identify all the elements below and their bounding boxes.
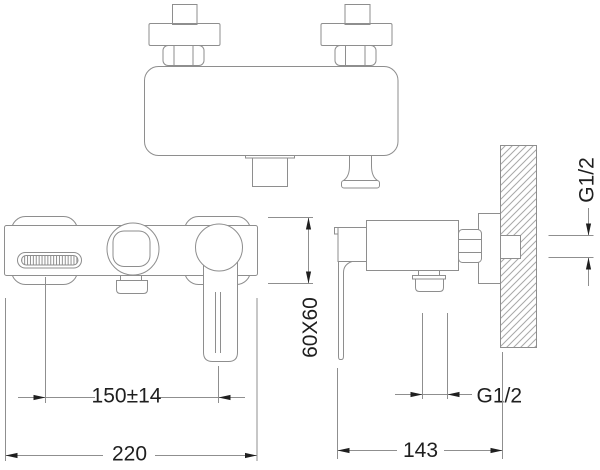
lever-handle [334,227,367,360]
dimension-label-spout-spacing: 150±14 [92,385,162,408]
right-mounting-flange [320,23,393,46]
right-hex-nut [334,45,377,66]
dimension-label-depth: 143 [403,439,438,462]
aerator-grille [17,252,82,269]
diverter-knob [106,222,160,276]
dim-outlet-thread: G1/2 [395,313,522,408]
wall-inlet-port [500,235,521,259]
dimension-label-outlet-thread: G1/2 [477,385,523,408]
top-view-body [144,66,399,156]
left-mounting-flange [148,23,221,46]
side-body [366,220,459,271]
side-hex-nut [458,229,482,263]
shower-outlet [412,270,446,292]
side-view [334,145,537,360]
dimension-label-inlet-thread: G1/2 [576,157,599,203]
outlet-boss [245,155,295,187]
diverter-bell [341,155,380,189]
dim-escutcheon-size: 60X60 [268,217,322,358]
dim-overall-width: 220 [5,298,258,466]
right-inlet-stub [344,4,371,25]
top-view [144,4,399,189]
dimension-label-overall-width: 220 [112,443,147,466]
handle [195,223,243,362]
dim-inlet-thread: G1/2 [548,157,599,286]
handle-hub [195,223,243,272]
dimension-label-escutcheon-size: 60X60 [299,297,322,358]
left-inlet-stub [172,4,198,25]
diverter-stem [116,275,148,294]
dim-spout-spacing: 150±14 [18,277,245,408]
dim-depth: 143 [337,352,503,462]
front-view [4,216,258,362]
left-hex-nut [162,45,205,66]
